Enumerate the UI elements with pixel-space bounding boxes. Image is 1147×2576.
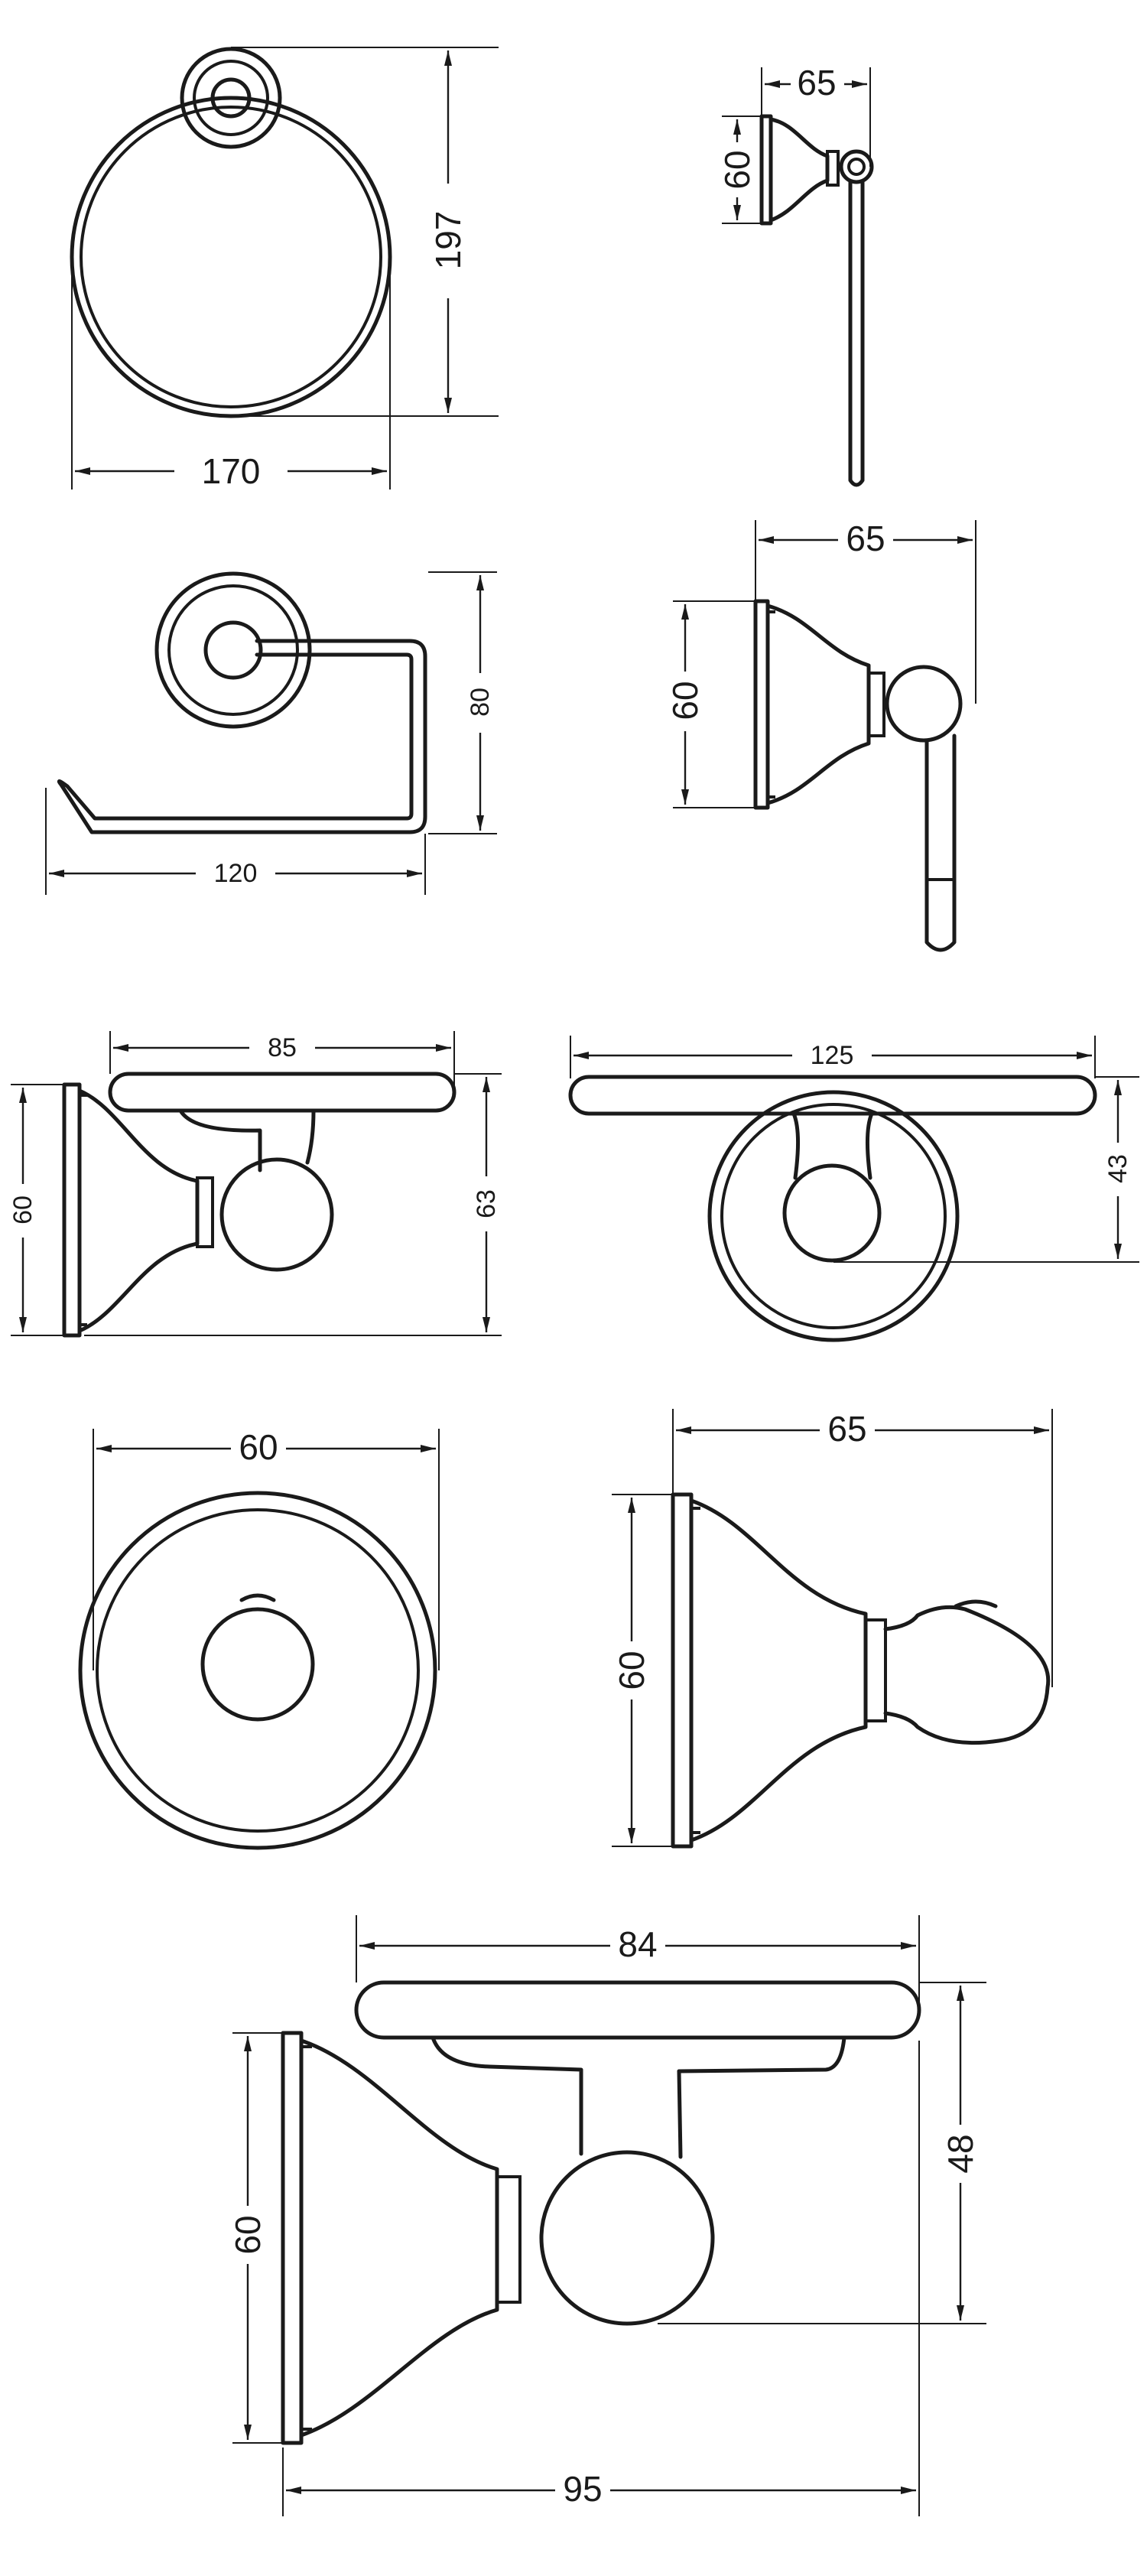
- dimension-ring-width: 170: [71, 260, 391, 491]
- dim-label-120: 120: [214, 859, 258, 888]
- dimension-holder-height: 48: [658, 1982, 986, 2324]
- dim-label-60-c: 60: [8, 1195, 37, 1225]
- dimension-shelf-front-height: 43: [833, 1076, 1139, 1263]
- dim-label-60-f: 60: [228, 2215, 268, 2254]
- dim-label-197: 197: [428, 211, 468, 270]
- dimension-holder-base-height: 60: [228, 2032, 283, 2444]
- paper-holder-side-view: [753, 599, 963, 952]
- robe-hook-side-view: [671, 1492, 1051, 1849]
- towel-ring-front-view: [70, 47, 392, 418]
- dim-label-43: 43: [1103, 1154, 1132, 1183]
- dimension-shelf-side-height: 63: [84, 1073, 503, 1336]
- dimension-paper-width: 120: [45, 788, 426, 895]
- soap-holder-side-view: [281, 1980, 921, 2445]
- paper-holder-front-view: [57, 571, 427, 834]
- dim-label-85: 85: [268, 1033, 297, 1062]
- shelf-front-view: [568, 1075, 1097, 1342]
- robe-hook-front-view: [78, 1491, 437, 1850]
- dimension-holder-top-width: 84: [356, 1915, 920, 2010]
- dimension-hook-front-diameter: 60: [93, 1427, 440, 1670]
- dimension-shelf-front-width: 125: [570, 1036, 1096, 1078]
- dimension-ring-height: 197: [231, 47, 499, 417]
- dimension-shelf-side-base-height: 60: [6, 1084, 64, 1336]
- dimension-shelf-side-depth: 85: [109, 1031, 455, 1086]
- dimension-hook-side-depth: 65: [672, 1409, 1053, 1687]
- dim-label-95: 95: [563, 2469, 602, 2509]
- dimension-paper-height: 80: [428, 571, 497, 834]
- dimension-hook-side-height: 60: [612, 1494, 673, 1847]
- dim-label-80: 80: [466, 688, 495, 717]
- dimension-holder-depth: 95: [282, 2041, 920, 2516]
- dim-label-60: 60: [717, 150, 757, 189]
- dim-label-48: 48: [941, 2134, 980, 2173]
- dimension-ring-side-height: 60: [717, 115, 762, 224]
- shelf-side-view: [62, 1072, 457, 1338]
- dim-label-60-d: 60: [239, 1427, 278, 1467]
- dim-label-60-e: 60: [612, 1651, 651, 1690]
- towel-ring-side-view: [759, 114, 874, 487]
- dimension-paper-side-height: 60: [665, 600, 755, 808]
- dimension-ring-side-depth: 65: [761, 63, 871, 167]
- dim-label-125: 125: [811, 1041, 854, 1070]
- dim-label-65-b: 65: [846, 519, 885, 558]
- dim-label-60-b: 60: [665, 681, 705, 720]
- dim-label-65-c: 65: [827, 1409, 866, 1449]
- dimension-paper-side-depth: 65: [755, 519, 976, 704]
- dim-label-170: 170: [202, 451, 261, 491]
- dim-label-65: 65: [797, 63, 836, 102]
- dim-label-63: 63: [472, 1189, 501, 1218]
- dim-label-84: 84: [618, 1924, 657, 1964]
